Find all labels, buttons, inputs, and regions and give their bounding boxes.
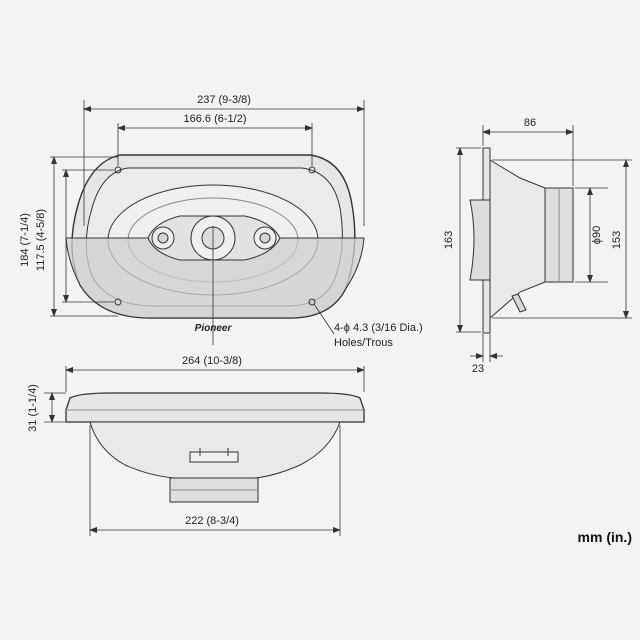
bottom-view — [65, 392, 365, 503]
overall-height-label: 184 (7-1/4) — [19, 213, 31, 267]
mount-hole-bottom-left — [114, 298, 122, 306]
overall-width-label: 237 (9-3/8) — [197, 94, 251, 106]
right-tweeter-dome — [259, 232, 271, 244]
mount-hole-bottom-right — [308, 298, 316, 306]
side-view-dimensions — [456, 125, 632, 362]
bottom-basket — [89, 421, 341, 479]
left-tweeter-dome — [157, 232, 169, 244]
hole-height-label: 117.5 (4-5/8) — [35, 209, 47, 271]
cutaway-section — [65, 237, 365, 319]
flange-label: 23 — [472, 363, 484, 375]
bottom-frame-flange — [65, 392, 365, 423]
bottom-view-dimensions — [44, 366, 365, 536]
side-depth-label: 86 — [524, 117, 536, 129]
bottom-overall-width-label: 264 (10-3/8) — [182, 355, 242, 367]
hole-callout-line2: Holes/Trous — [334, 337, 393, 349]
side-view — [469, 147, 574, 334]
side-height-label: 163 — [443, 231, 455, 249]
inner-height-label: 153 — [611, 231, 623, 249]
units-label: mm (in.) — [578, 529, 632, 545]
mount-depth-label: 31 (1-1/4) — [27, 384, 39, 432]
side-view-labels: 86 163 ϕ90 153 23 — [443, 117, 623, 375]
mount-hole-top-left — [114, 166, 122, 174]
side-terminal — [511, 293, 527, 313]
brand-logo: Pioneer — [195, 323, 233, 334]
front-view-dimensions — [50, 100, 365, 345]
hole-spacing-label: 166.6 (6-1/2) — [184, 113, 247, 125]
front-view: Pioneer — [65, 154, 365, 334]
terminal-block — [189, 451, 239, 463]
hole-callout-line1: 4-ϕ 4.3 (3/16 Dia.) — [334, 322, 423, 334]
bottom-view-labels: 264 (10-3/8) 31 (1-1/4) 222 (8-3/4) — [27, 355, 242, 527]
magnet-dia-label: ϕ90 — [591, 226, 603, 244]
mount-hole-top-right — [308, 166, 316, 174]
basket-width-label: 222 (8-3/4) — [185, 515, 239, 527]
front-view-labels: 237 (9-3/8) 166.6 (6-1/2) 184 (7-1/4) 11… — [19, 94, 423, 349]
side-cone — [469, 199, 491, 281]
